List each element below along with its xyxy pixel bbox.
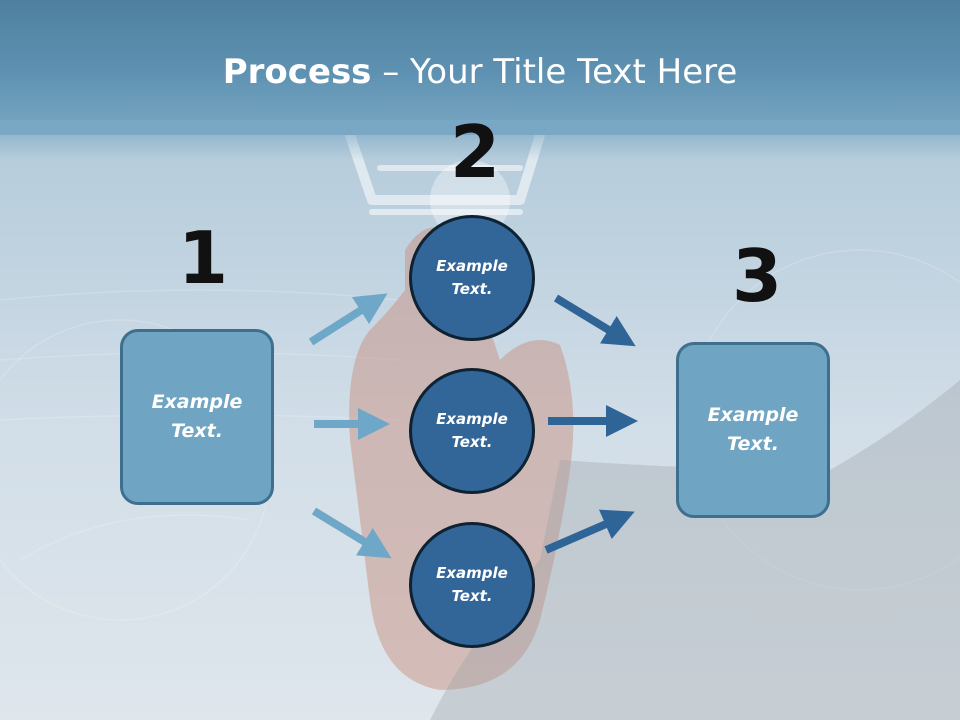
header-band [0,0,960,135]
step-number-3: 3 [732,234,783,318]
circle-bottom: Example Text. [409,522,535,648]
arrow-left-to-top [308,293,388,346]
slide-title: Process – Your Title Text Here [0,52,960,92]
right-box: Example Text. [676,342,830,518]
arrow-top-to-right [553,294,636,347]
left-box: Example Text. [120,329,274,505]
circle-middle: Example Text. [409,368,535,494]
title-rest: – Your Title Text Here [371,52,738,92]
title-bold: Process [222,52,372,92]
step-number-2: 2 [450,110,501,194]
header-fade [0,120,960,160]
circle-top: Example Text. [409,215,535,341]
arrow-left-to-bottom [311,507,392,559]
cart-icon [345,130,545,215]
arrow-bottom-to-right [544,509,635,554]
step-number-1: 1 [178,216,229,300]
